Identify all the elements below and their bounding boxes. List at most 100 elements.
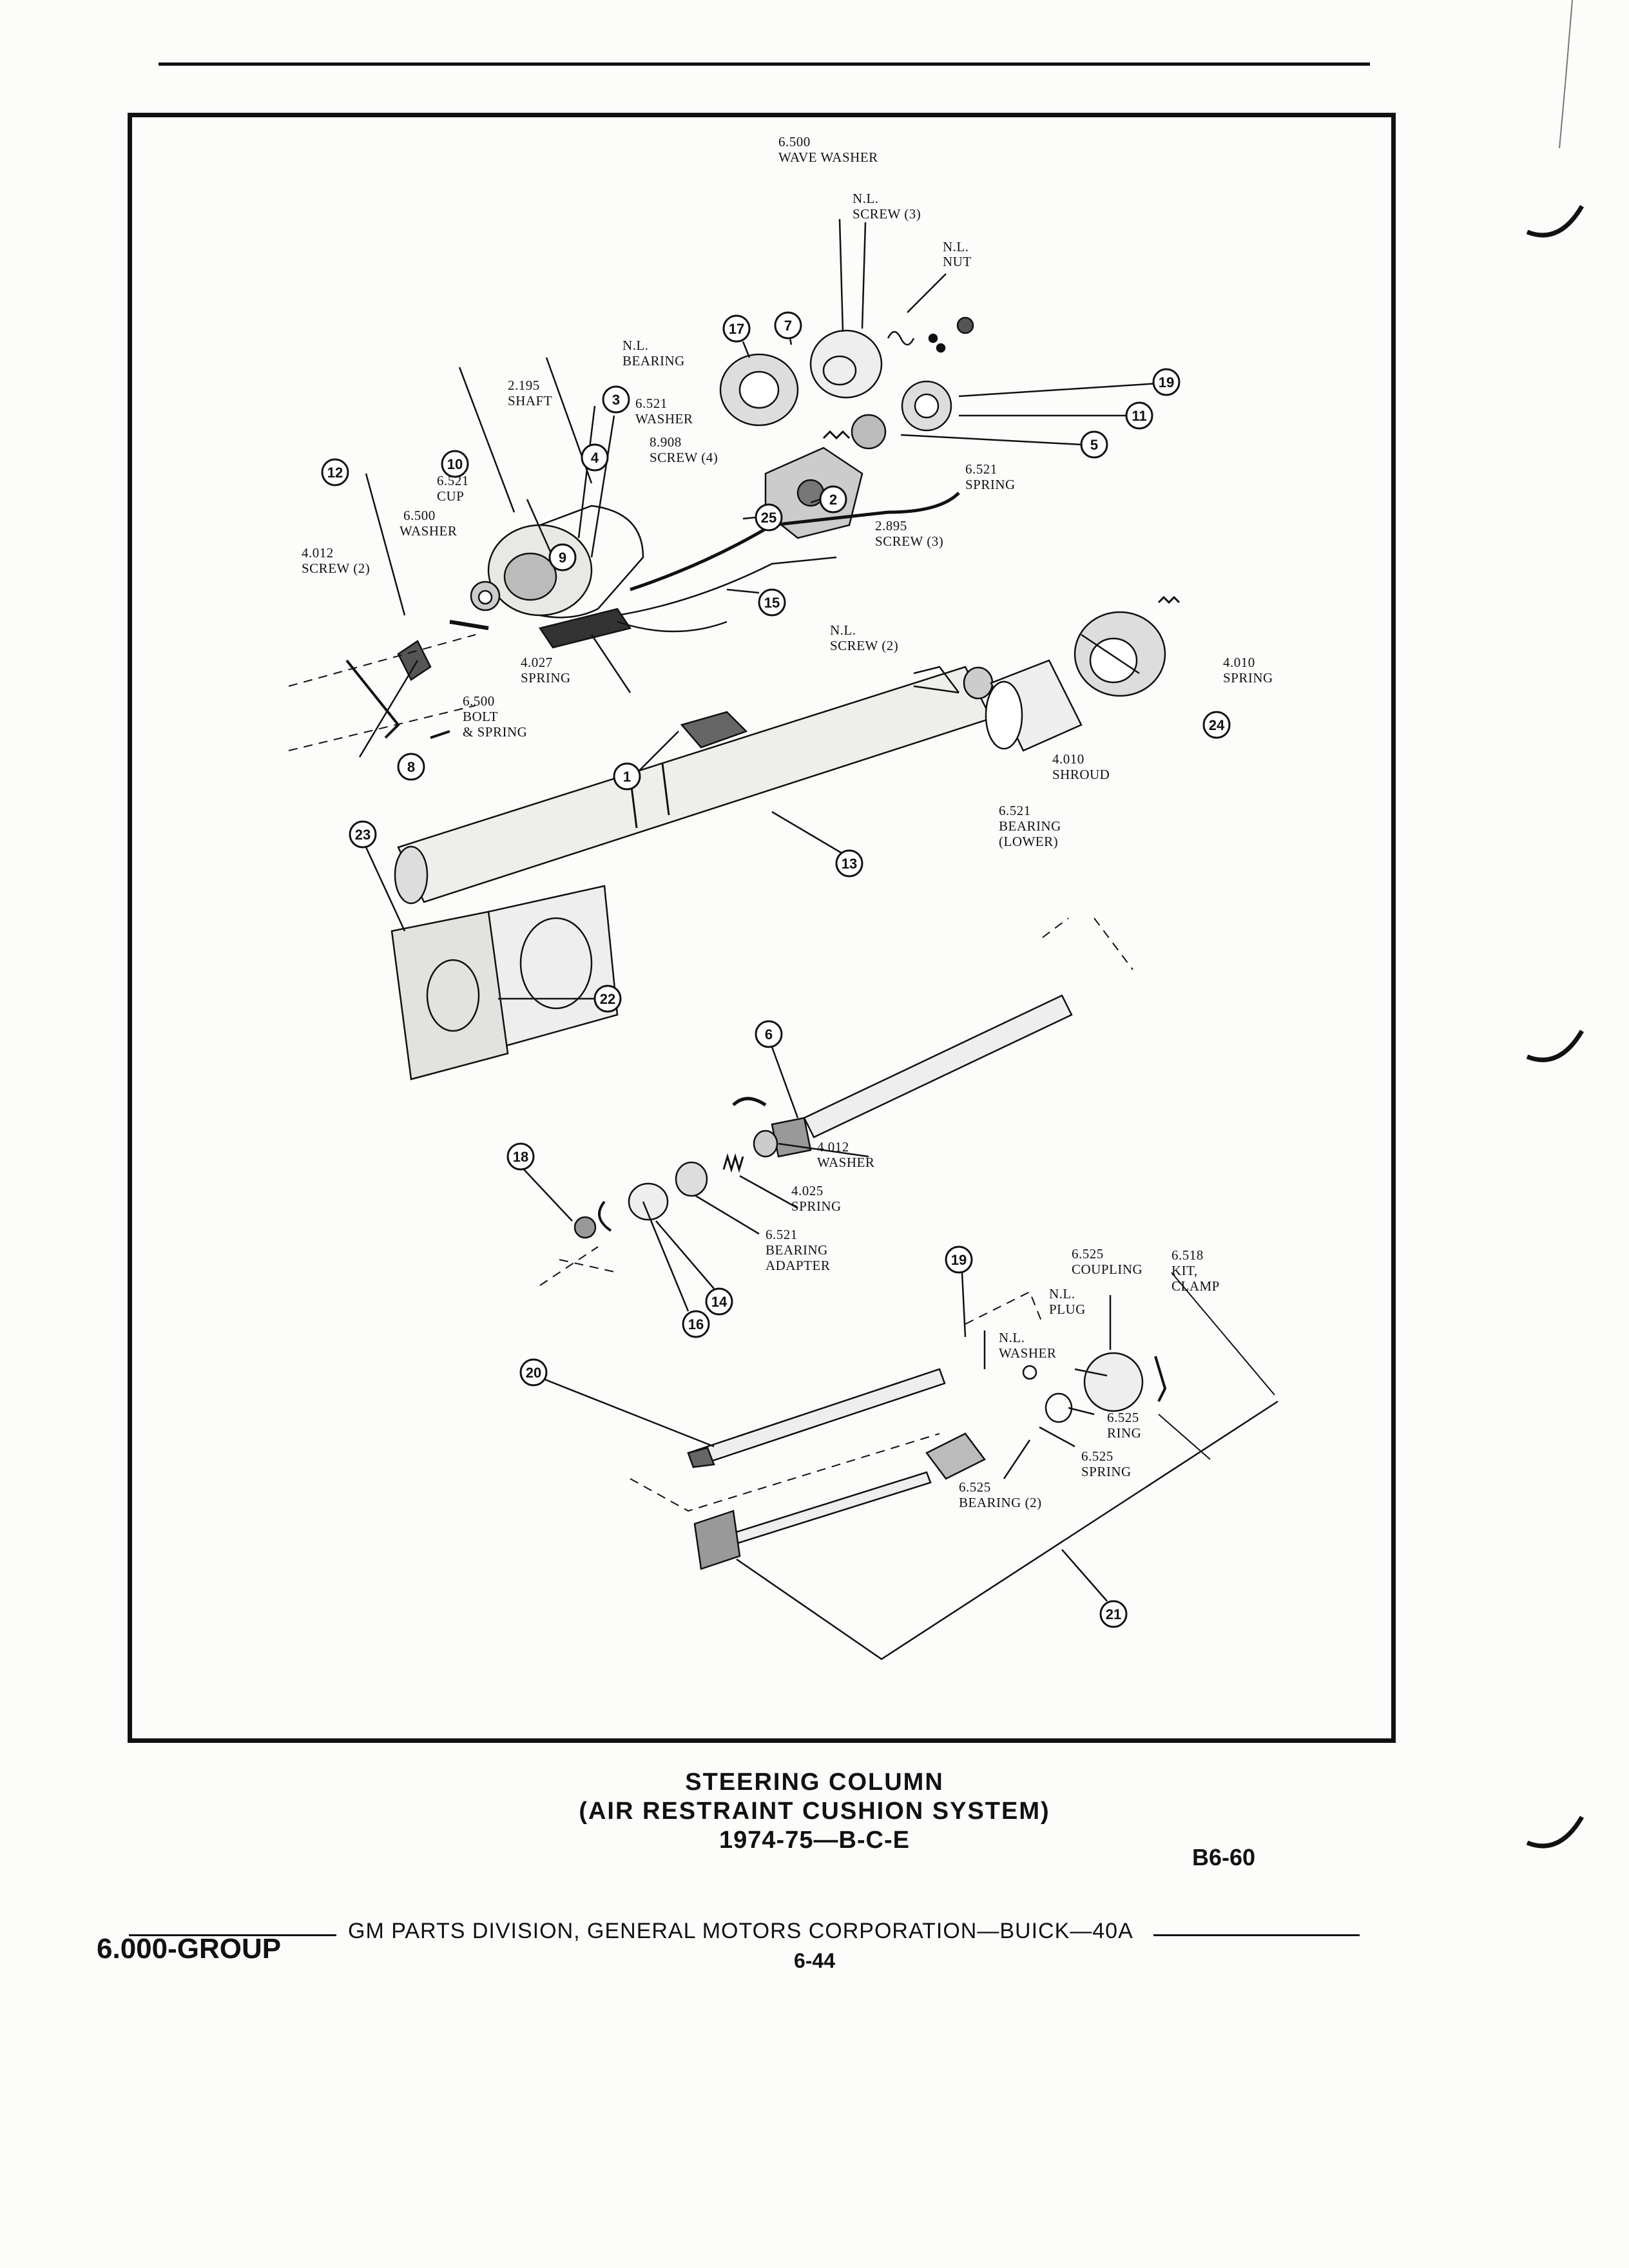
label-bearing2-a: 6.525: [959, 1479, 991, 1495]
label-spring6521-a: 6.521: [965, 461, 998, 477]
callout-20: 20: [519, 1358, 548, 1387]
guide-dashed: [630, 1433, 940, 1512]
margin-scratch: [1559, 0, 1573, 149]
steering-column-diagram: 17 7 3 4 10 9 12 19 11 5 2 25 15 8 1 24 …: [288, 134, 1278, 1660]
label-shaft-a: 2.195: [508, 378, 540, 393]
label-nl-plug-b: PLUG: [1049, 1302, 1086, 1317]
svg-text:15: 15: [764, 595, 780, 611]
plug-part: [1022, 1365, 1037, 1380]
label-bolt-c: & SPRING: [463, 724, 527, 740]
svg-text:13: 13: [842, 856, 857, 872]
label-spring6521-b: SPRING: [965, 477, 1016, 492]
gear-part: [901, 380, 952, 432]
label-nl-washer-a: N.L.: [999, 1330, 1025, 1345]
label-shroud-a: 4.010: [1052, 751, 1084, 767]
turn-signal-switch-part: [764, 447, 863, 539]
callout-18: 18: [506, 1142, 535, 1171]
callout-16: 16: [682, 1310, 710, 1338]
lower-shaft-part: [687, 1368, 946, 1468]
label-washer4012-b: WASHER: [817, 1155, 874, 1170]
spring-part: [822, 430, 851, 440]
label-ring-a: 6.525: [1107, 1410, 1139, 1425]
bolt-part: [449, 620, 489, 630]
callout-21: 21: [1099, 1600, 1128, 1628]
svg-text:24: 24: [1209, 717, 1225, 733]
label-adapter-a: 6.521: [766, 1227, 798, 1242]
svg-text:19: 19: [1159, 374, 1174, 390]
svg-text:9: 9: [559, 550, 566, 566]
callout-15: 15: [758, 588, 786, 617]
callout-19b: 19: [945, 1245, 973, 1274]
label-wave-washer: WAVE WASHER: [778, 149, 878, 165]
diagram-frame: [128, 113, 1396, 1743]
page-code: B6-60: [1192, 1844, 1256, 1870]
label-bearing-lower-b: BEARING: [999, 818, 1061, 834]
label-bearing-lower-c: (LOWER): [999, 834, 1058, 849]
footer-page-number: 6-44: [793, 1949, 836, 1972]
lock-plate-part: [809, 329, 883, 399]
svg-text:12: 12: [327, 465, 343, 481]
svg-text:4: 4: [591, 450, 599, 466]
shaft-part: [732, 994, 1073, 1158]
caption-subtitle: (AIR RESTRAINT CUSHION SYSTEM): [579, 1798, 1050, 1825]
footer-division: GM PARTS DIVISION, GENERAL MOTORS CORPOR…: [348, 1919, 1133, 1943]
label-bolt-a: 6.500: [463, 693, 495, 709]
svg-text:16: 16: [688, 1316, 704, 1332]
label-coupling-a: 6.525: [1072, 1246, 1104, 1262]
label-shroud-b: SHROUD: [1052, 767, 1110, 782]
shroud-cap-part: [1074, 611, 1166, 697]
label-nl-plug-a: N.L.: [1049, 1286, 1075, 1302]
callout-19a: 19: [1152, 368, 1181, 396]
label-screw2895-a: 2.895: [875, 518, 907, 533]
label-nl-screw2-a: N.L.: [830, 622, 856, 638]
label-spring4010-a: 4.010: [1223, 655, 1255, 670]
retainer-ring-part: [598, 1200, 612, 1232]
footer-rule-right: [1153, 1934, 1360, 1936]
ignition-switch-part: [680, 711, 748, 749]
label-clamp-b: KIT,: [1171, 1263, 1198, 1278]
label-shaft-b: SHAFT: [508, 393, 552, 408]
wave-washer-part: [887, 331, 915, 346]
coupling-part: [1083, 1352, 1144, 1412]
label-bolt-b: BOLT: [463, 709, 498, 724]
label-adapter-b: BEARING: [766, 1242, 828, 1258]
svg-text:22: 22: [600, 991, 615, 1007]
svg-text:10: 10: [447, 456, 463, 472]
sleeve-part: [851, 414, 887, 450]
rack-part: [345, 659, 400, 739]
callout-4: 4: [581, 443, 609, 472]
svg-text:1: 1: [623, 769, 631, 785]
label-washer6521-a: 6.521: [635, 396, 668, 411]
callout-6: 6: [755, 1020, 783, 1048]
callout-23: 23: [349, 820, 377, 849]
callout-12: 12: [321, 458, 349, 486]
label-coupling-b: COUPLING: [1072, 1262, 1142, 1277]
label-clamp-c: CLAMP: [1171, 1278, 1220, 1294]
label-nl-bearing-b: BEARING: [622, 353, 685, 369]
label-spring4010-b: SPRING: [1223, 670, 1273, 686]
callout-11: 11: [1125, 401, 1153, 430]
bracket-21: [736, 1400, 1278, 1660]
screw-part: [928, 333, 938, 343]
svg-text:20: 20: [526, 1365, 541, 1381]
label-washer6500-b: WASHER: [400, 523, 457, 539]
svg-text:18: 18: [513, 1149, 528, 1165]
svg-text:6: 6: [765, 1026, 773, 1043]
nut-part: [956, 316, 974, 334]
label-cup-b: CUP: [437, 488, 464, 504]
lower-bearing-part: [963, 666, 994, 700]
margin-check-mark: [1526, 205, 1585, 238]
svg-text:14: 14: [711, 1294, 728, 1310]
callout-2: 2: [819, 485, 847, 514]
spring-part: [722, 1153, 744, 1173]
callout-3: 3: [602, 385, 630, 414]
label-screw4012-a: 4.012: [302, 545, 334, 561]
lever-part: [397, 640, 432, 681]
svg-text:23: 23: [355, 827, 371, 843]
label-spring4027-a: 4.027: [521, 655, 553, 670]
label-nl-nut-a: N.L.: [943, 239, 969, 255]
leader-lines: [358, 218, 1159, 1602]
shroud-part: [985, 659, 1083, 752]
label-screw8908-b: SCREW (4): [650, 450, 718, 465]
callout-5: 5: [1080, 430, 1108, 459]
